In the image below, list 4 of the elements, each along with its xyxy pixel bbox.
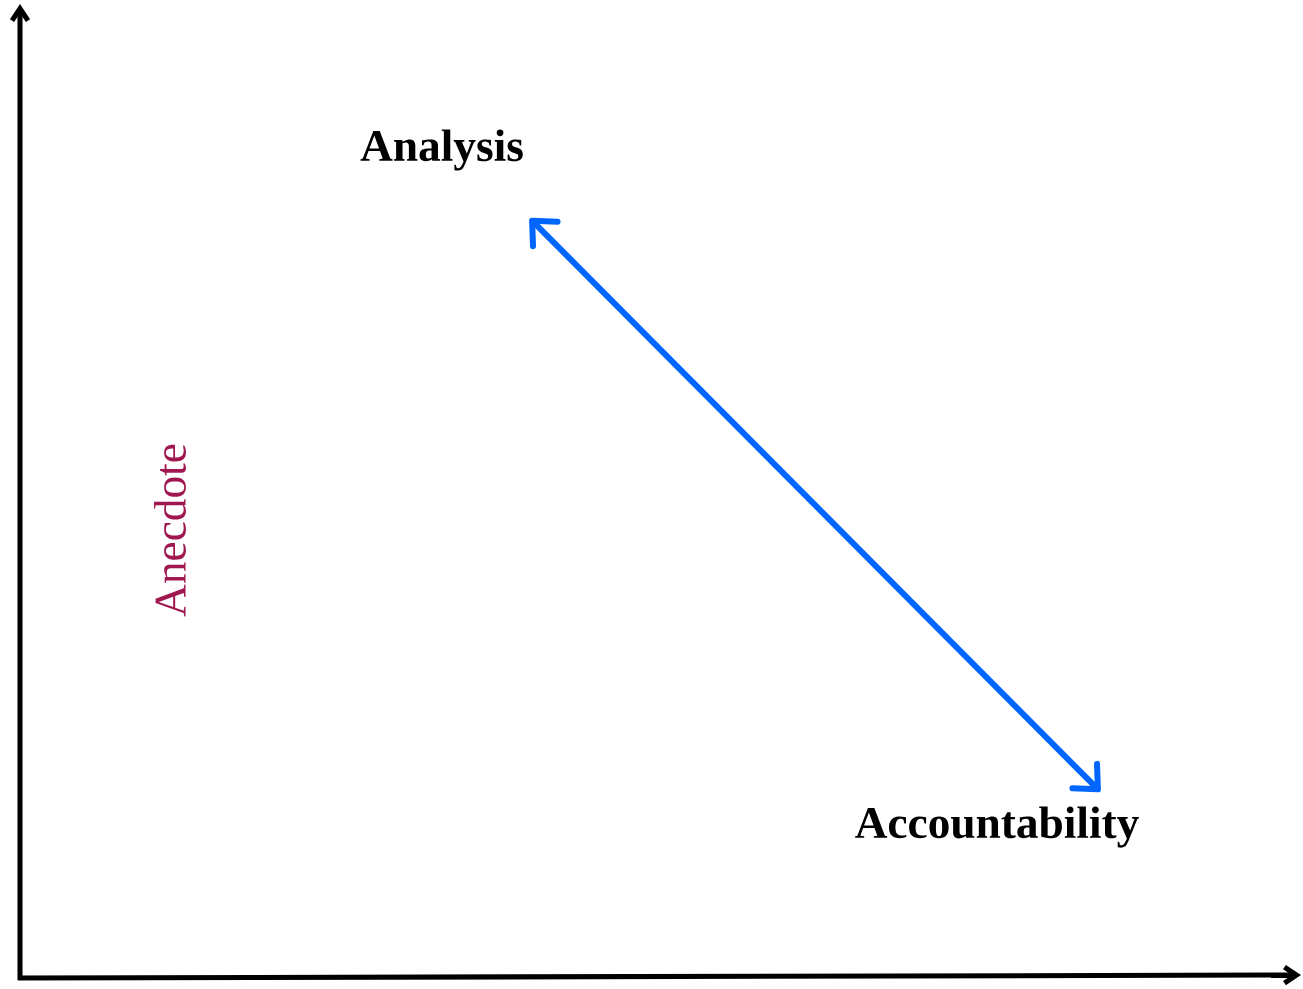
axis-label: Anecdote xyxy=(154,444,186,617)
node-label: Analysis xyxy=(360,129,523,171)
double-arrow xyxy=(529,217,1101,793)
node-label: Accountability xyxy=(855,806,1139,848)
